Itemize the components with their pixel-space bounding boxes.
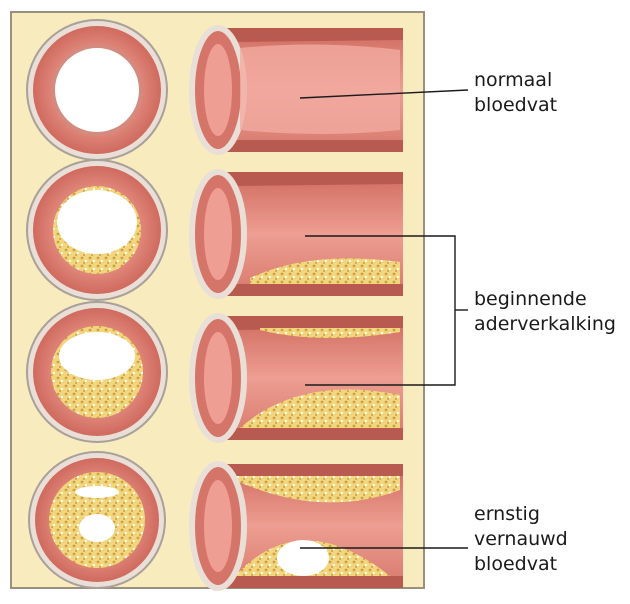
cross-section-normal [27,20,167,160]
label-normal-vessel: normaal bloedvat [474,68,557,118]
longitudinal-section-early [192,172,403,296]
cross-section-severe [29,452,165,588]
label-normal-line2: bloedvat [474,93,557,118]
label-severe-line2: vernauwd [474,527,568,552]
label-normal-line1: normaal [474,68,557,93]
label-early-line1: beginnende [474,287,616,312]
longitudinal-section-severe [192,464,403,588]
cross-section-progressing [27,302,167,442]
label-severe-narrowing: ernstig vernauwd bloedvat [474,502,568,577]
label-early-line2: aderverkalking [474,312,616,337]
longitudinal-section-progressing [192,316,403,440]
label-severe-line3: bloedvat [474,552,568,577]
label-early-atherosclerosis: beginnende aderverkalking [474,287,616,337]
cross-section-early [27,160,167,300]
label-severe-line1: ernstig [474,502,568,527]
longitudinal-section-normal [192,28,403,152]
